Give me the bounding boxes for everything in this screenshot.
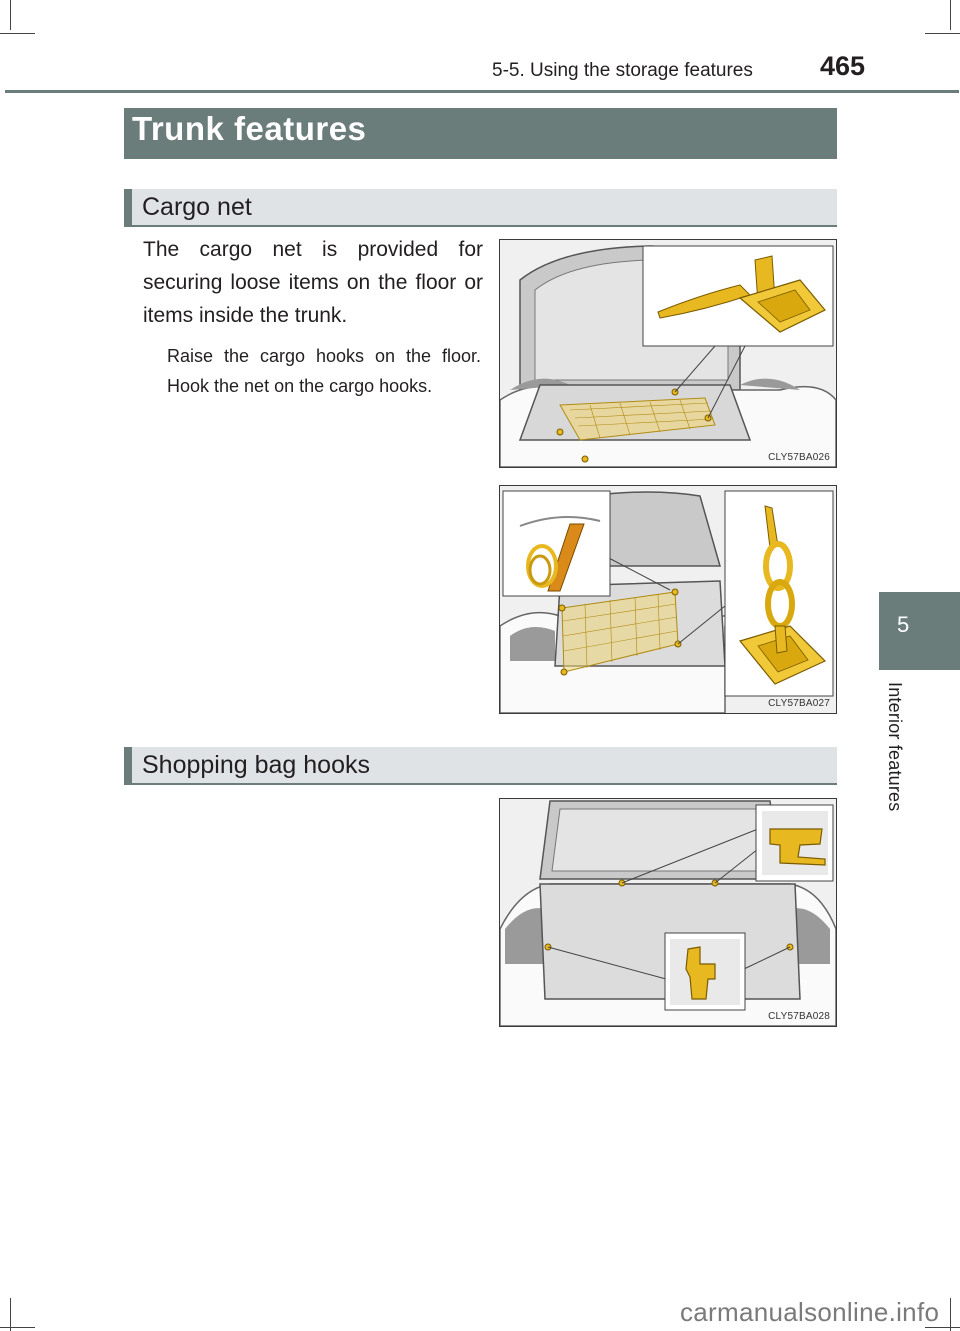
subheading-cargo-net: Cargo net [124, 189, 837, 227]
figure-cargo-net-upright: CLY57BA027 [499, 485, 837, 714]
trunk-upright-net-illustration [500, 486, 836, 713]
subheading-bar [124, 189, 132, 225]
chapter-tab-label: Interior features [885, 682, 905, 812]
subheading-text: Shopping bag hooks [142, 751, 370, 779]
cargo-net-description: The cargo net is provided for securing l… [143, 238, 483, 327]
subheading-shopping-bag-hooks: Shopping bag hooks [124, 747, 837, 785]
header-divider [5, 90, 959, 93]
subheading-bar [124, 747, 132, 783]
crop-mark [950, 1298, 951, 1331]
chapter-tab-number: 5 [897, 612, 910, 637]
figure-code: CLY57BA026 [768, 452, 830, 463]
crop-mark [0, 33, 35, 34]
figure-cargo-net-floor: CLY57BA026 [499, 239, 837, 468]
figure-code: CLY57BA027 [768, 698, 830, 709]
crop-mark [925, 33, 960, 34]
trunk-floor-net-illustration [500, 240, 836, 467]
crop-mark [10, 1298, 11, 1331]
watermark-text: carmanualsonline.info [680, 1297, 940, 1327]
crop-mark [950, 0, 951, 30]
page-number: 465 [820, 51, 866, 81]
figure-shopping-bag-hooks: CLY57BA028 [499, 798, 837, 1027]
subheading-text: Cargo net [142, 193, 252, 221]
chapter-tab: 5 [879, 592, 960, 670]
trunk-bag-hooks-illustration [500, 799, 836, 1026]
chapter-title: 5-5. Using the storage features [492, 60, 753, 81]
cargo-net-instruction: Raise the cargo hooks on the floor. Hook… [167, 346, 481, 396]
figure-code: CLY57BA028 [768, 1011, 830, 1022]
crop-mark [10, 0, 11, 30]
crop-mark [925, 1327, 960, 1328]
section-title-text: Trunk features [132, 110, 367, 147]
crop-mark [0, 1327, 35, 1328]
section-title: Trunk features [124, 108, 837, 159]
